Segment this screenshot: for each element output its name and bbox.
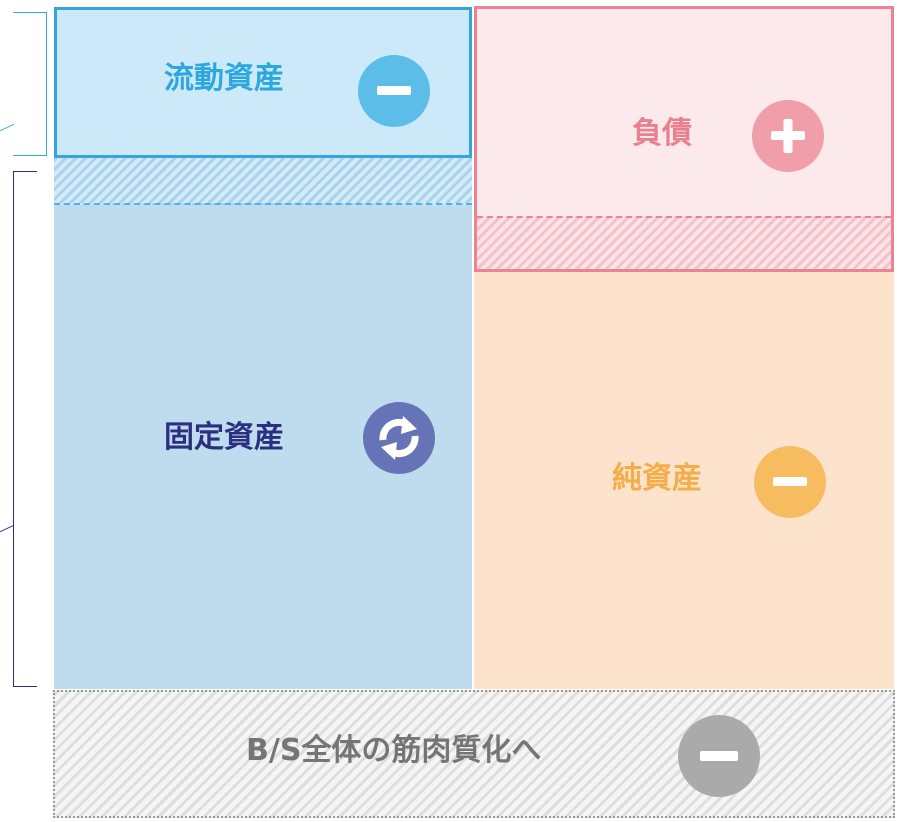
whole-bs-label: B/S全体の筋肉質化へ <box>246 733 542 768</box>
fixed-assets-bracket-tick <box>0 511 14 533</box>
fixed-assets-bracket <box>13 171 37 687</box>
current-assets-bracket <box>13 12 47 156</box>
current-assets-label: 流動資産 <box>164 61 284 96</box>
current-assets-bracket-tick <box>0 114 14 132</box>
current-assets-reduced-area <box>54 158 472 205</box>
plus-icon <box>752 100 824 172</box>
fixed-assets-label: 固定資産 <box>164 420 284 455</box>
minus-icon <box>754 446 826 518</box>
liabilities-increased-area <box>477 216 891 269</box>
liabilities-label: 負債 <box>632 116 692 151</box>
refresh-icon <box>363 402 435 474</box>
net-assets-label: 純資産 <box>612 461 702 496</box>
minus-icon <box>358 55 430 127</box>
minus-icon <box>678 715 760 797</box>
